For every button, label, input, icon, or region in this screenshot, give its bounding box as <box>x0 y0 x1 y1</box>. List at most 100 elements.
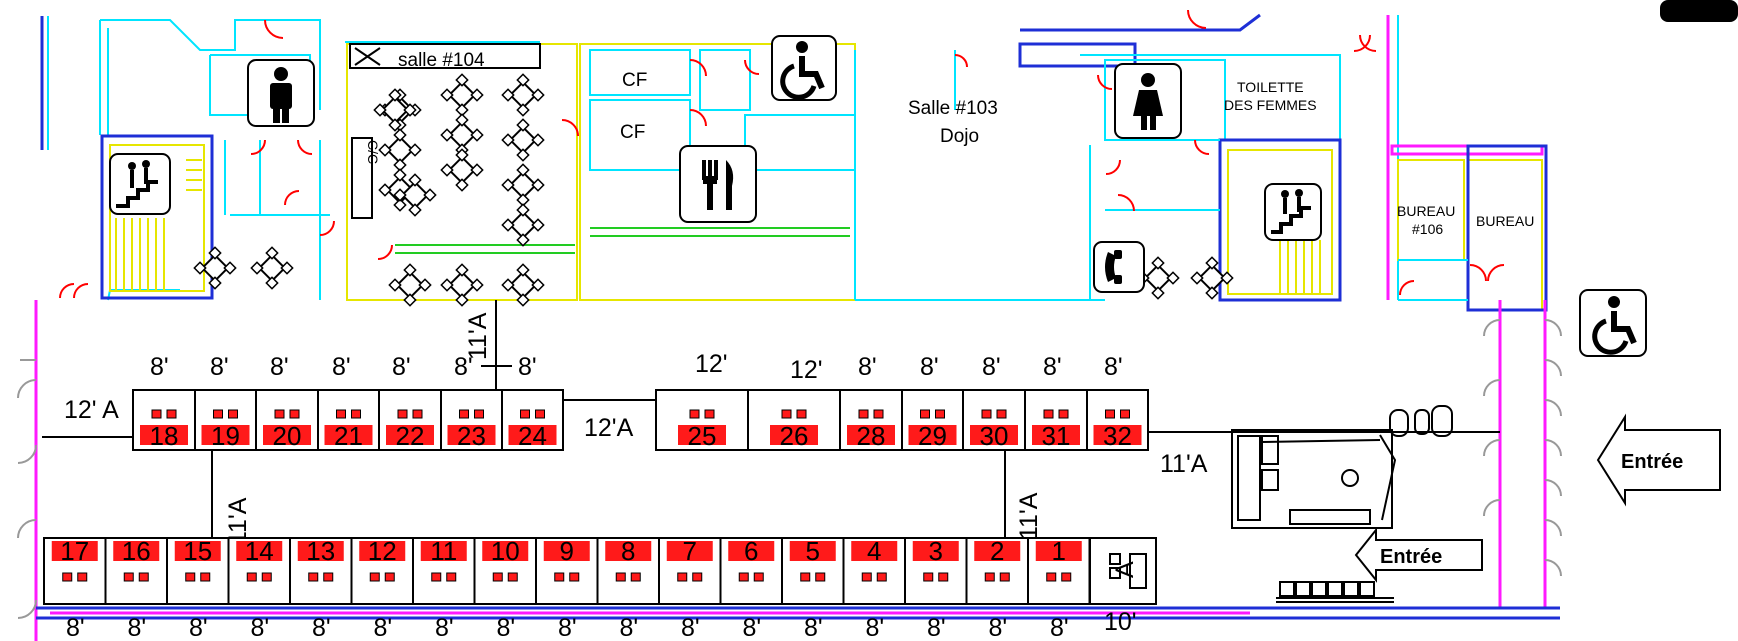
entrance-label-right: Entrée <box>1621 451 1683 473</box>
booth-4[interactable]: 4 <box>842 536 906 605</box>
booth-25[interactable]: 25 <box>655 389 749 451</box>
table-icon <box>501 263 545 307</box>
booth-30[interactable]: 30 <box>962 389 1026 451</box>
booth-table <box>113 541 160 561</box>
booth-table <box>508 425 557 445</box>
booth-chair <box>397 409 408 419</box>
booth-chair <box>1061 572 1072 582</box>
booth-number: 17 <box>60 536 89 566</box>
booth-26[interactable]: 26 <box>747 389 841 451</box>
booth-9[interactable]: 9 <box>535 536 599 605</box>
table-icon <box>250 246 294 290</box>
room-label-toilette: TOILETTE <box>1237 79 1304 95</box>
booth-chair <box>996 409 1007 419</box>
booth-width-label: 8' <box>497 614 516 641</box>
booth-table <box>1035 541 1082 561</box>
booth-32[interactable]: 32 <box>1086 389 1149 451</box>
booth-22[interactable]: 22 <box>378 389 442 451</box>
booth-12[interactable]: 12 <box>350 536 414 605</box>
booth-24[interactable]: 24 <box>501 389 564 451</box>
booth-15[interactable]: 15 <box>166 536 230 605</box>
booth-width-label: 8' <box>1043 353 1062 381</box>
booth-31[interactable]: 31 <box>1024 389 1088 451</box>
booth-chair <box>569 572 580 582</box>
booth-chair <box>507 572 518 582</box>
room-label-cf-1: CF <box>622 70 647 91</box>
booth-width-label: 8' <box>920 353 939 381</box>
booth-7[interactable]: 7 <box>658 536 722 605</box>
reception-equipment <box>1231 405 1453 529</box>
booth-table <box>297 541 344 561</box>
top-booth-row: 188'198'208'218'228'238'248'2512'2612'28… <box>132 350 1149 451</box>
booth-chair <box>753 572 764 582</box>
booth-number: 18 <box>150 421 179 451</box>
booth-chair <box>492 572 503 582</box>
booth-table <box>789 541 836 561</box>
booth-chair <box>796 409 807 419</box>
booth-chair <box>554 572 565 582</box>
booth-table <box>1093 425 1142 445</box>
table-icon <box>373 88 417 132</box>
booth-17[interactable]: 17 <box>43 536 107 605</box>
booth-number: 28 <box>857 421 886 451</box>
booth-table <box>174 541 221 561</box>
booth-chair <box>1120 409 1130 419</box>
booth-width-label: 8' <box>128 614 147 641</box>
booth-chair <box>246 572 257 582</box>
booth-3[interactable]: 3 <box>904 536 968 605</box>
booth-23[interactable]: 23 <box>440 389 503 451</box>
booth-11[interactable]: 11 <box>412 536 476 605</box>
booth-number: 14 <box>245 536 274 566</box>
booth-number: 4 <box>867 536 881 566</box>
booth-16[interactable]: 16 <box>104 536 168 605</box>
room-label-bureau: BUREAU <box>1476 213 1534 229</box>
booth-table <box>970 425 1018 445</box>
booth-6[interactable]: 6 <box>719 536 783 605</box>
booth-14[interactable]: 14 <box>227 536 291 605</box>
booth-chair <box>213 409 223 419</box>
booth-table <box>324 425 373 445</box>
booth-19[interactable]: 19 <box>194 389 257 451</box>
booth-chair <box>228 409 238 419</box>
booth-2[interactable]: 2 <box>965 536 1029 605</box>
table-icon <box>440 73 484 117</box>
booth-chair <box>999 572 1010 582</box>
booth-width-label: 8' <box>743 614 762 641</box>
booth-width-label: 8' <box>858 353 877 381</box>
booth-width-label: 8' <box>392 353 411 381</box>
booth-width-label: 8' <box>435 614 454 641</box>
booth-10[interactable]: 10 <box>473 536 537 605</box>
booth-20[interactable]: 20 <box>255 389 319 451</box>
booth-width-label: 8' <box>620 614 639 641</box>
table-icon <box>501 73 545 117</box>
booth-number: 22 <box>396 421 425 451</box>
booth-number: 15 <box>183 536 212 566</box>
aisle-label-11a-right: 11'A <box>1160 450 1208 478</box>
booth-1[interactable]: 1 <box>1027 536 1091 605</box>
booth-number: 23 <box>457 421 486 451</box>
booth-chair <box>692 572 703 582</box>
bottom-booth-row: 178'168'158'148'138'128'118'108'98'88'78… <box>43 536 1091 641</box>
booth-chair <box>351 409 361 419</box>
stairs-icon <box>109 153 171 215</box>
booth-8[interactable]: 8 <box>596 536 660 605</box>
booth-chair <box>630 572 641 582</box>
booth-chair <box>274 409 285 419</box>
booth-chair <box>1046 572 1057 582</box>
booth-13[interactable]: 13 <box>289 536 353 605</box>
booth-29[interactable]: 29 <box>901 389 964 451</box>
booth-number: 25 <box>688 421 717 451</box>
booth-18[interactable]: 18 <box>132 389 196 451</box>
booth-chair <box>323 572 334 582</box>
booth-chair <box>938 572 949 582</box>
restaurant-icon <box>679 145 757 223</box>
booth-chair <box>200 572 211 582</box>
booth-chair <box>920 409 930 419</box>
booth-5[interactable]: 5 <box>781 536 845 605</box>
booth-number: 21 <box>334 421 363 451</box>
booth-28[interactable]: 28 <box>839 389 903 451</box>
booth-chair <box>535 409 545 419</box>
booth-width-label: 12' <box>790 356 823 384</box>
booth-21[interactable]: 21 <box>317 389 380 451</box>
table-icon <box>440 148 484 192</box>
